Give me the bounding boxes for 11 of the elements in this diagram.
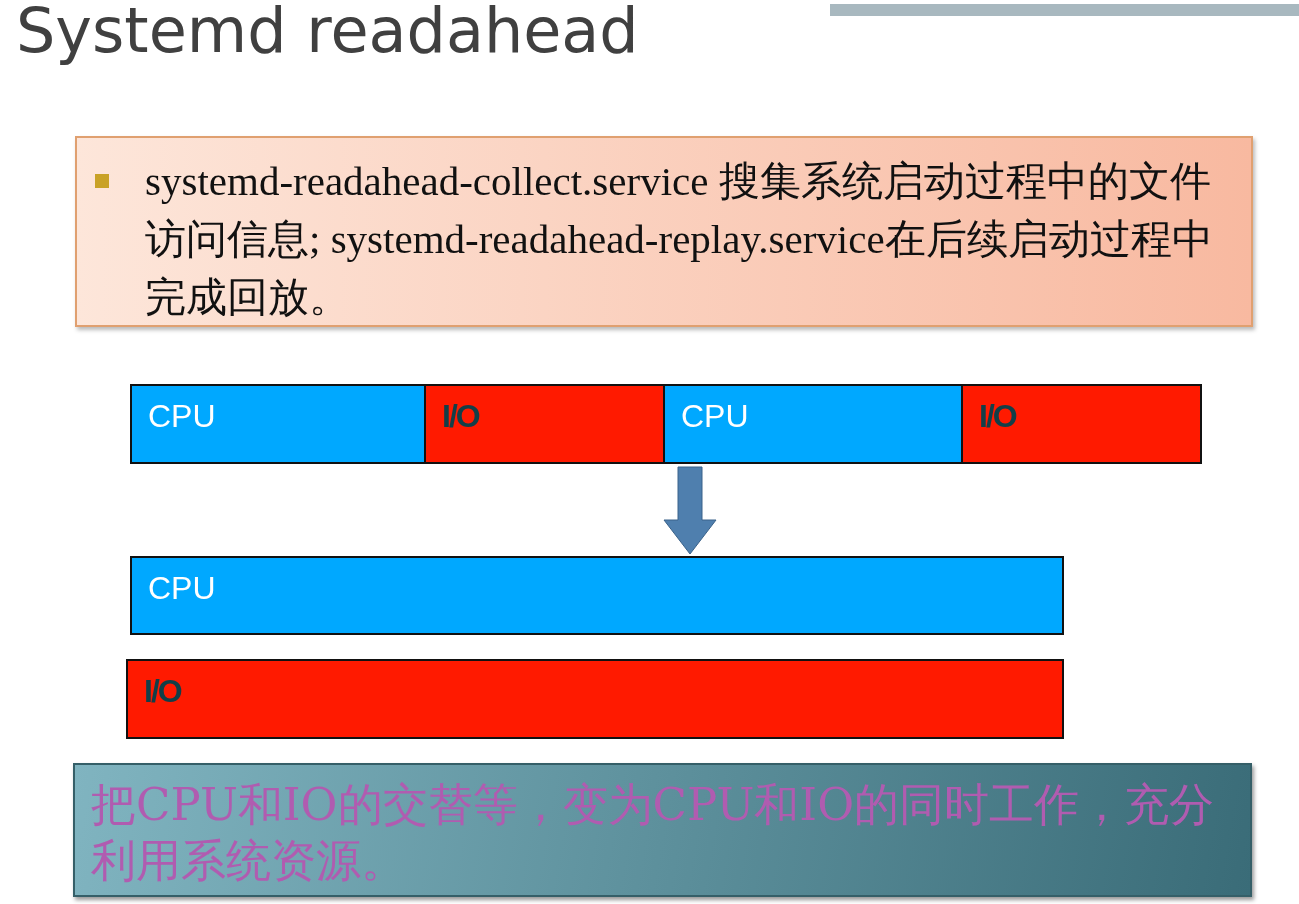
block-arrow [663, 466, 717, 555]
cpu-bar: CPU [130, 384, 426, 464]
text-box [75, 136, 1253, 327]
io-bar: I/O [424, 384, 665, 464]
summary-box: 把CPU和IO的交替等，变为CPU和IO的同时工作，充分利用系统资源。 [73, 763, 1252, 897]
cpu-bar: CPU [130, 556, 1064, 635]
io-bar: I/O [126, 659, 1064, 739]
cpu-bar: CPU [663, 384, 963, 464]
title: Systemd readahead [16, 0, 639, 67]
bullet-text: systemd-readahead-collect.service 搜集系统启动过程中的文件访问信息; systemd-readahead-replay.service在后续启动过程中完成回放。 [145, 157, 1214, 322]
io-bar: I/O [961, 384, 1202, 464]
